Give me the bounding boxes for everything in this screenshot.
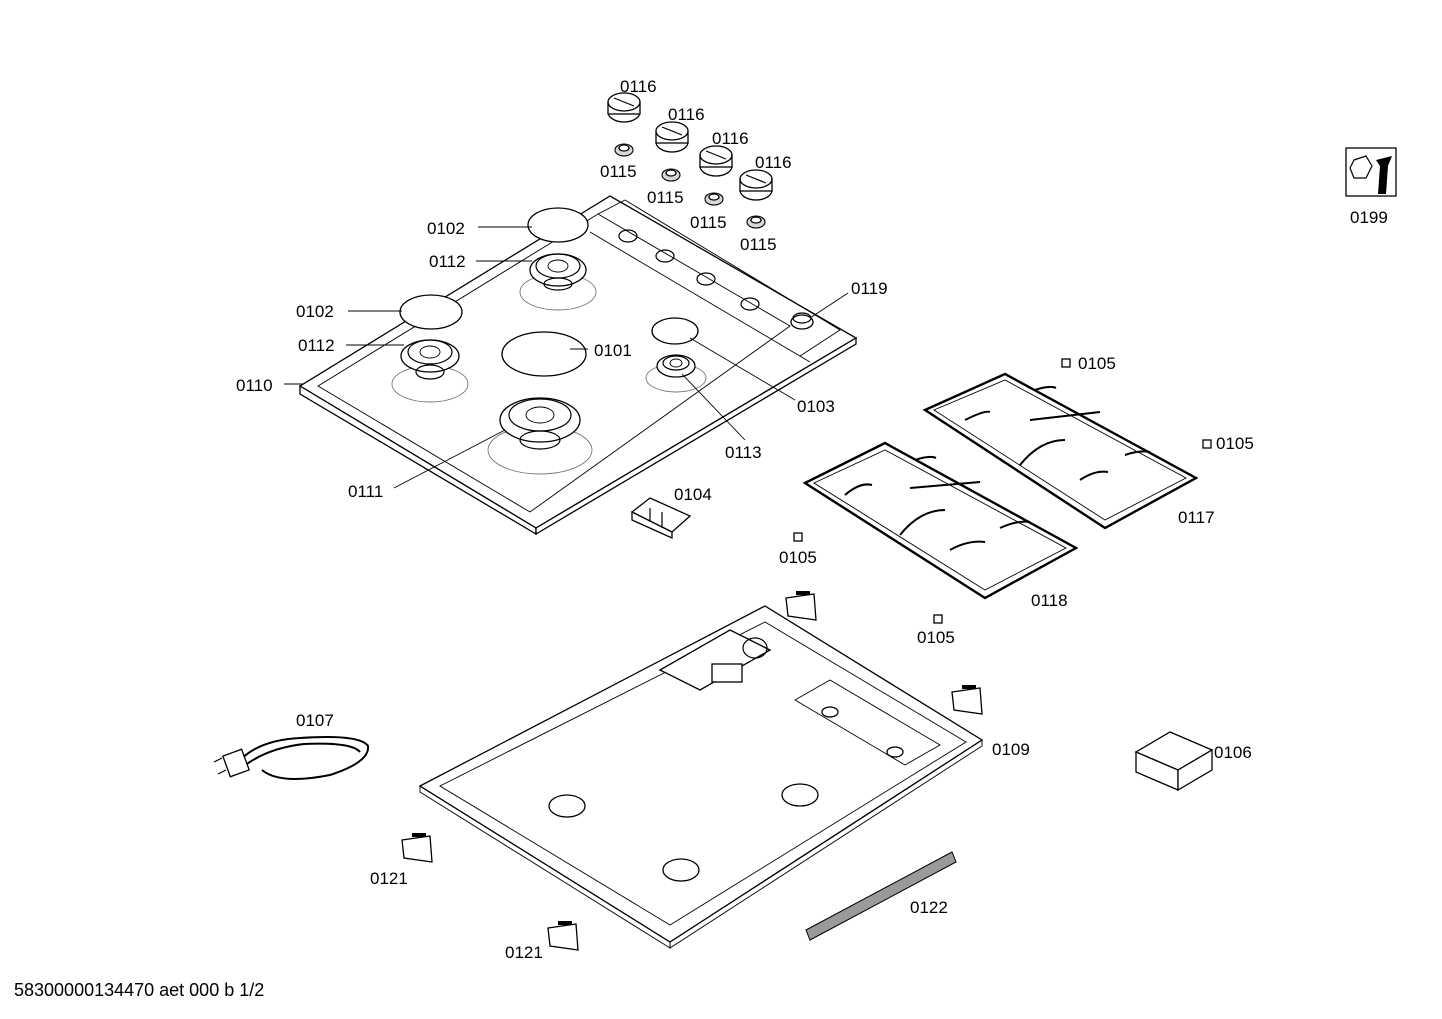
label-0111: 0111 [348,482,383,501]
burner-back-left [519,253,597,311]
label-0116: 0116 [712,129,749,148]
label-0199: 0199 [1350,208,1388,227]
label-0121: 0121 [370,869,408,888]
leader-lines [284,226,849,489]
label-0115: 0115 [600,162,637,181]
label-0104: 0104 [674,485,712,504]
label-0110: 0110 [236,376,273,395]
label-0116: 0116 [755,153,792,172]
burner-large-center [487,397,593,475]
label-0116: 0116 [620,77,657,96]
label-0118: 0118 [1031,591,1068,610]
seal-strip [805,851,957,941]
burner-caps [399,207,699,377]
junction-box [1134,731,1214,792]
label-0105: 0105 [1216,434,1254,453]
burner-small-right [645,354,707,393]
label-0106: 0106 [1214,743,1252,762]
label-0122: 0122 [910,898,948,917]
label-0112: 0112 [298,336,335,355]
label-0105: 0105 [1078,354,1116,373]
electrode-holder [630,497,692,540]
fixing-clamps [401,591,983,951]
label-0115: 0115 [690,213,727,232]
label-0116: 0116 [668,105,705,124]
wrench-nut-icon [1345,147,1397,197]
label-0115: 0115 [647,188,684,207]
label-0102: 0102 [296,302,334,321]
label-0112: 0112 [429,252,466,271]
label-0119: 0119 [851,279,888,298]
label-0102: 0102 [427,219,465,238]
label-0115: 0115 [740,235,777,254]
label-0109: 0109 [992,740,1030,759]
burner-front-left [391,339,469,403]
label-0105: 0105 [917,628,955,647]
callout-labels: 0116 0116 0116 0116 0115 0115 0115 0115 … [236,77,1388,962]
knob-bezels [614,143,766,229]
label-0117: 0117 [1178,508,1215,527]
pan-support-left [802,441,1079,600]
pan-support-right [922,372,1199,530]
bottom-tray [418,605,984,949]
control-knobs [607,92,773,201]
label-0113: 0113 [725,443,762,462]
knob-holes [618,229,760,311]
rubber-feet [793,358,1212,624]
label-0101: 0101 [594,341,632,360]
label-0103: 0103 [797,397,835,416]
label-0107: 0107 [296,711,334,730]
mains-cable [213,736,370,780]
ignition-button [790,312,814,330]
document-code: 58300000134470 aet 000 b 1/2 [14,980,265,1000]
label-0105: 0105 [779,548,817,567]
label-0121: 0121 [505,943,543,962]
